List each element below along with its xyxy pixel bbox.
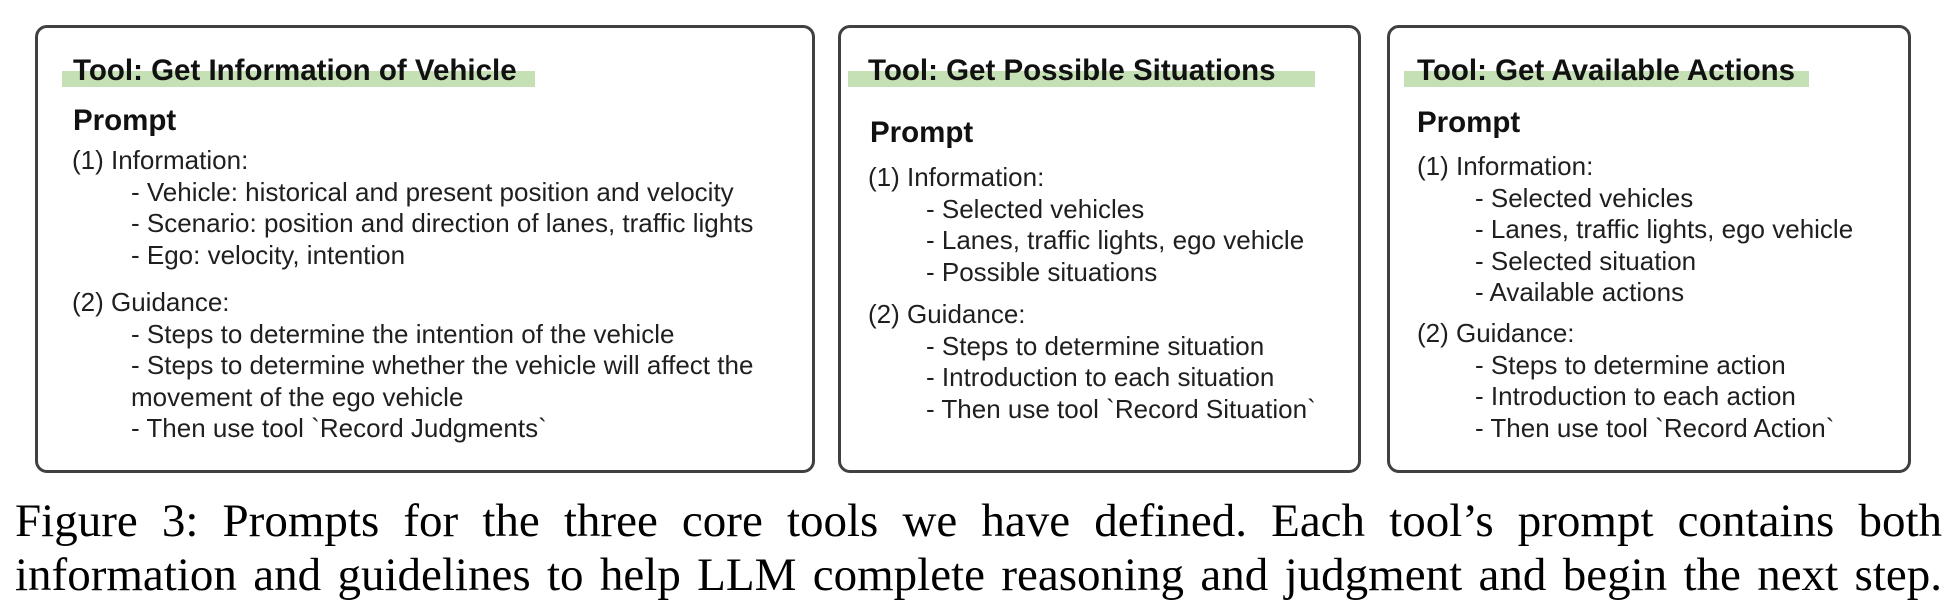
list-item: - Then use tool `Record Judgments` [131, 413, 547, 443]
list-item: - Selected vehicles [1475, 182, 1694, 213]
prompt-heading: Prompt [870, 116, 974, 149]
figure-caption: Figure 3: Prompts for the three core too… [15, 494, 1942, 602]
title-highlight [62, 71, 535, 87]
tool-card-get-possible-situations: Tool: Get Possible Situations Prompt (1)… [838, 25, 1361, 473]
list-item: - Selected vehicles [926, 193, 1145, 224]
list-item: - Available actions [1475, 277, 1685, 307]
guidance-section: (2) Guidance: - Steps to determine the i… [72, 287, 791, 445]
tool-title: Tool: Get Information of Vehicle [73, 54, 517, 87]
guidance-section: (2) Guidance: - Steps to determine actio… [1417, 318, 1834, 444]
list-item: - Lanes, traffic lights, ego vehicle [926, 225, 1305, 255]
list-item: - Introduction to each action [1475, 381, 1796, 411]
list-item: - Possible situations [926, 256, 1158, 287]
list-item: - Steps to determine situation [926, 330, 1265, 361]
caption-line: information and guidelines to help LLM c… [15, 549, 1942, 601]
prompt-heading: Prompt [1417, 106, 1521, 139]
list-item: - Selected situation [1475, 245, 1697, 276]
section-label: (1) Information: [72, 145, 249, 175]
section-label: (2) Guidance: [72, 287, 230, 317]
prompt-heading: Prompt [73, 104, 177, 137]
caption-line: Figure 3: Prompts for the three core too… [15, 495, 1942, 547]
title-highlight [848, 71, 1315, 87]
information-section: (1) Information: - Selected vehicles - L… [868, 162, 1304, 288]
section-label: (1) Information: [868, 162, 1045, 192]
section-label: (2) Guidance: [1417, 318, 1575, 348]
section-label: (2) Guidance: [868, 299, 1026, 329]
tool-card-get-information-of-vehicle: Tool: Get Information of Vehicle Prompt … [35, 25, 815, 473]
list-item: - Steps to determine the intention of th… [131, 318, 675, 349]
list-item: - Vehicle: historical and present positi… [131, 176, 734, 207]
guidance-section: (2) Guidance: - Steps to determine situa… [868, 299, 1316, 425]
tool-card-get-available-actions: Tool: Get Available Actions Prompt (1) I… [1387, 25, 1911, 473]
tool-title: Tool: Get Available Actions [1417, 54, 1796, 87]
list-item: - Then use tool `Record Action` [1475, 412, 1835, 443]
section-label: (1) Information: [1417, 151, 1594, 181]
list-item: - Steps to determine whether the vehicle… [131, 350, 754, 412]
tool-title: Tool: Get Possible Situations [868, 54, 1276, 87]
list-item: - Introduction to each situation [926, 362, 1275, 392]
list-item: - Ego: velocity, intention [131, 239, 406, 270]
list-item: - Steps to determine action [1475, 349, 1786, 380]
list-item: - Scenario: position and direction of la… [131, 208, 754, 238]
list-item: - Then use tool `Record Situation` [926, 393, 1316, 424]
information-section: (1) Information: - Vehicle: historical a… [72, 145, 753, 271]
list-item: - Lanes, traffic lights, ego vehicle [1475, 214, 1854, 244]
information-section: (1) Information: - Selected vehicles - L… [1417, 151, 1853, 309]
title-highlight [1404, 71, 1809, 87]
